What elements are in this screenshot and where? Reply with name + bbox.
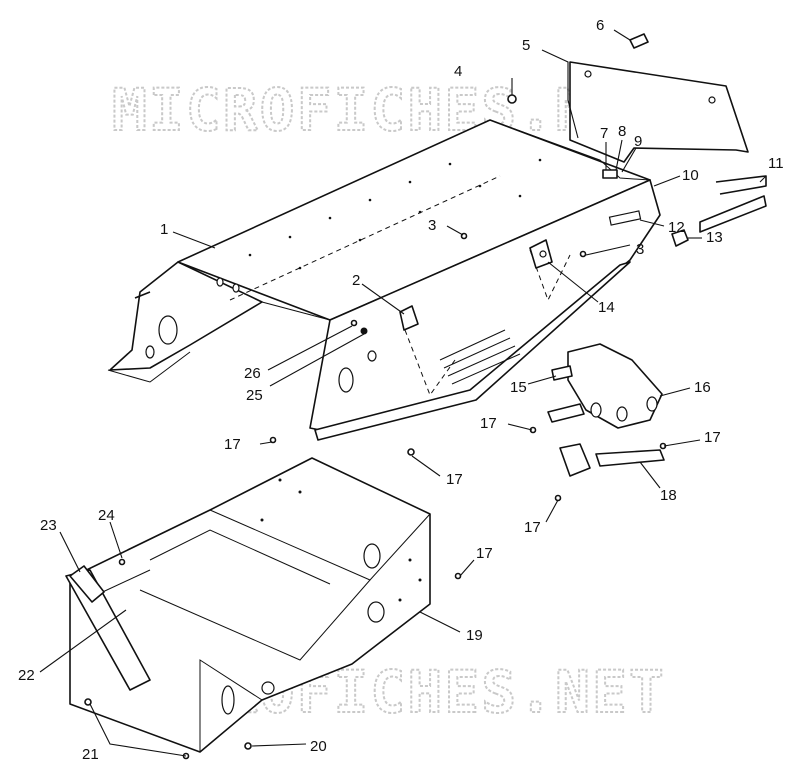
callout-labels: 1 2 3 3 4 5 6 7 8 9 10 11 12 13 14 15 16…: [18, 17, 784, 763]
callout-24: 24: [98, 507, 115, 524]
callout-16: 16: [694, 379, 711, 396]
rear-flap: [569, 61, 749, 163]
callout-23: 23: [40, 517, 57, 534]
leader-lines: [39, 29, 767, 757]
callout-18: 18: [660, 487, 677, 504]
tunnel-assembly: [107, 119, 661, 441]
callout-5: 5: [522, 37, 530, 54]
callout-17c: 17: [480, 415, 497, 432]
callout-25: 25: [246, 387, 263, 404]
screw-6: [629, 33, 649, 49]
callout-17b: 17: [446, 471, 463, 488]
callout-7: 7: [600, 125, 608, 142]
callout-2: 2: [352, 272, 360, 289]
callout-8: 8: [618, 123, 626, 140]
callout-19: 19: [466, 627, 483, 644]
callout-17f: 17: [476, 545, 493, 562]
bracket-7: [602, 169, 618, 179]
callout-15: 15: [510, 379, 527, 396]
callout-22: 22: [18, 667, 35, 684]
callout-20: 20: [310, 738, 327, 755]
callout-17a: 17: [224, 436, 241, 453]
bulkhead-frame: [65, 457, 431, 753]
callout-13: 13: [706, 229, 723, 246]
callout-17d: 17: [704, 429, 721, 446]
bumper-13: [671, 229, 689, 247]
callout-6: 6: [596, 17, 604, 34]
callout-26: 26: [244, 365, 261, 382]
callout-11: 11: [768, 155, 784, 172]
block-2: [399, 305, 419, 331]
callout-17e: 17: [524, 519, 541, 536]
bracket-11: [699, 175, 767, 233]
callout-3a: 3: [428, 217, 436, 234]
callout-3b: 3: [636, 241, 644, 258]
tunnel-vent-grid: [439, 329, 521, 385]
callout-14: 14: [598, 299, 615, 316]
callout-9: 9: [634, 133, 642, 150]
callout-12: 12: [668, 219, 685, 236]
callout-4: 4: [454, 63, 462, 80]
callout-10: 10: [682, 167, 699, 184]
bolt-4: [507, 94, 517, 104]
suspension-bracket: [547, 343, 665, 477]
callout-21: 21: [82, 746, 99, 763]
callout-1: 1: [160, 221, 168, 238]
